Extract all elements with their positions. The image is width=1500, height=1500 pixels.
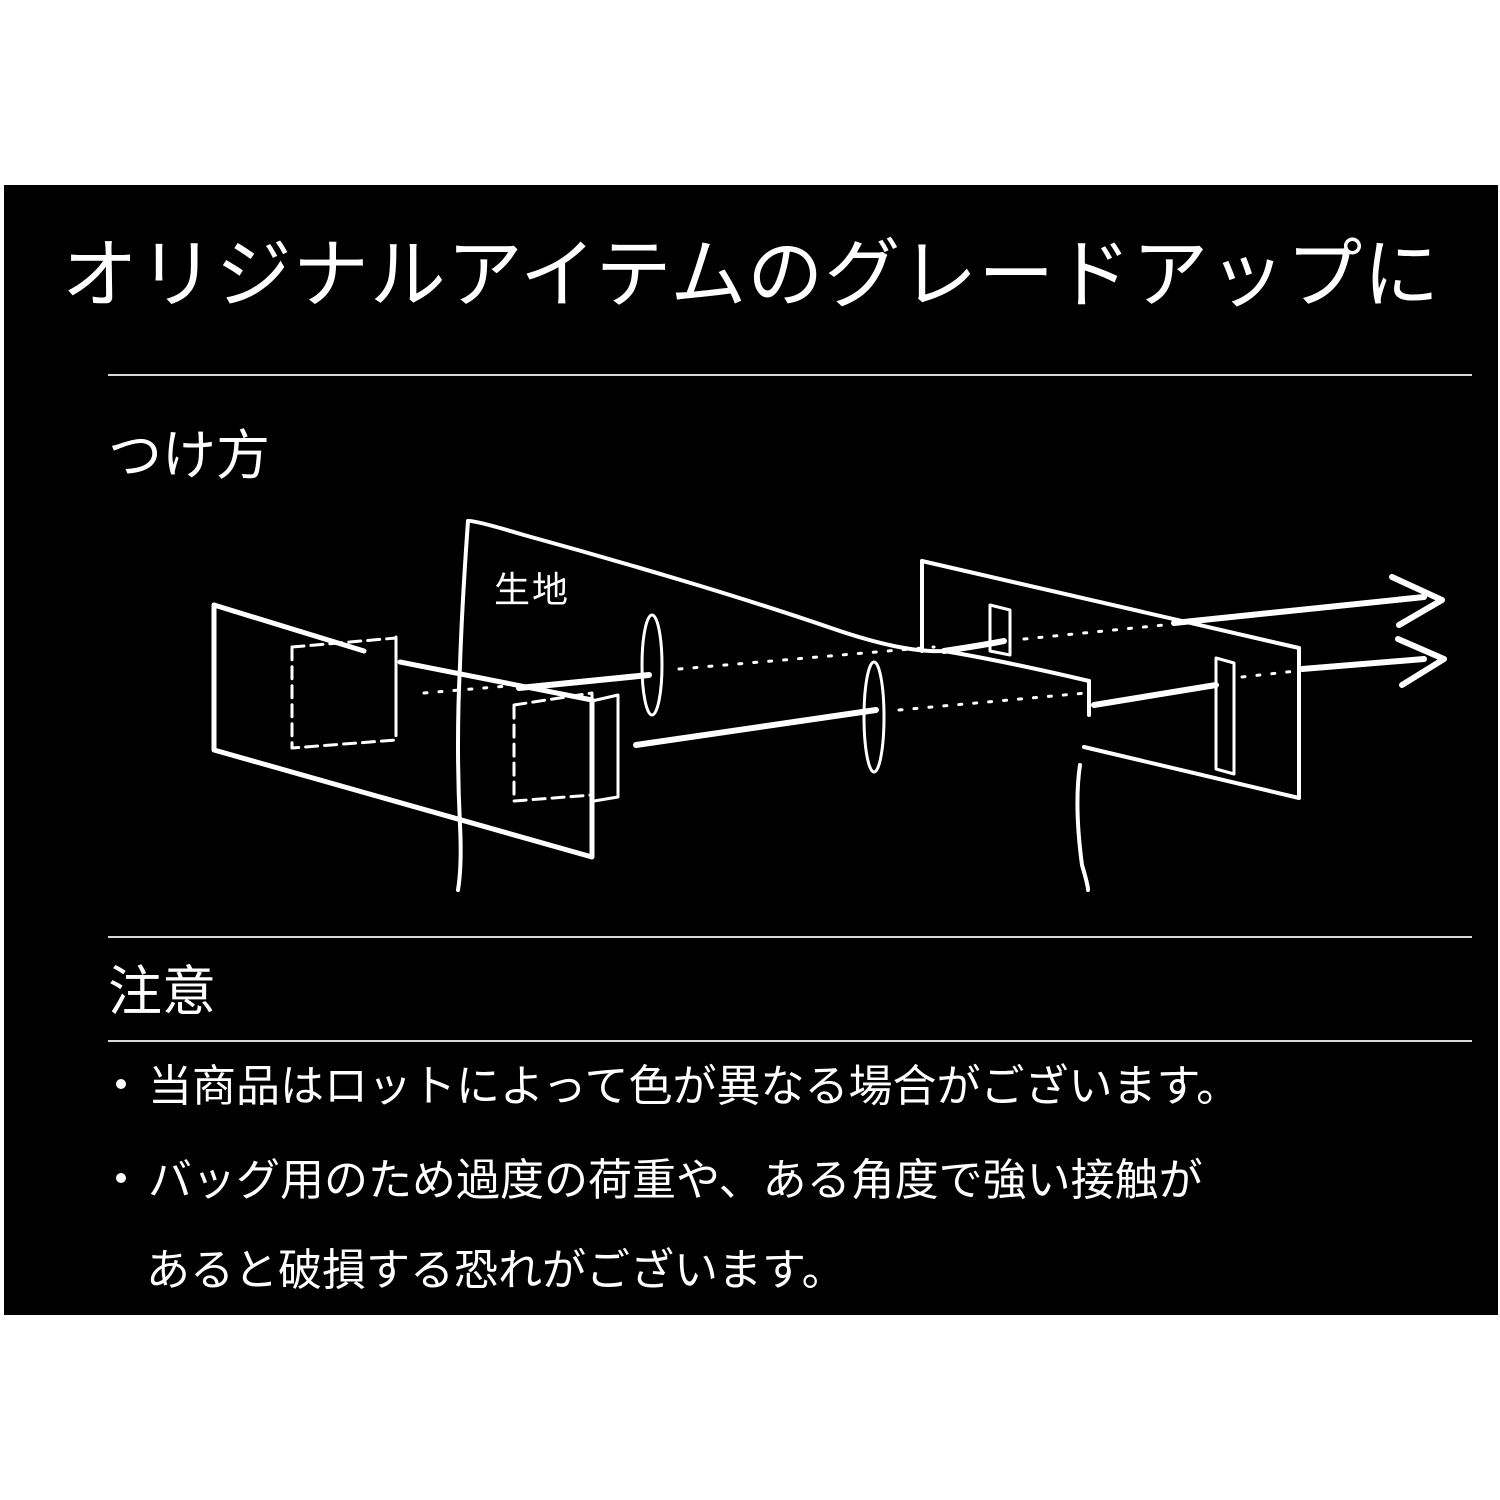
divider xyxy=(108,1040,1472,1042)
caution-note-text: 当商品はロットによって色が異なる場合がございます。 xyxy=(148,1061,1241,1112)
fabric-label: 生地 xyxy=(494,570,571,611)
caution-notes: 当商品はロットによって色が異なる場合がございます。 バッグ用のため過度の荷重や、… xyxy=(112,1065,1472,1293)
divider xyxy=(108,936,1472,938)
divider xyxy=(108,374,1472,376)
caution-note-text: バッグ用のため過度の荷重や、ある角度で強い接触が xyxy=(148,1155,1203,1206)
instruction-panel: オリジナルアイテムのグレードアップに つけ方 xyxy=(4,185,1498,1315)
section-heading-how-to-attach: つけ方 xyxy=(108,424,270,487)
upper-strap xyxy=(422,574,1445,717)
bullet-icon xyxy=(116,1079,126,1089)
page-title: オリジナルアイテムのグレードアップに xyxy=(61,230,1441,319)
back-plate xyxy=(920,559,1301,800)
lower-strap xyxy=(633,636,1447,774)
caution-note: バッグ用のため過度の荷重や、ある角度で強い接触が xyxy=(112,1159,1472,1203)
caution-note-continuation: あると破損する恐れがございます。 xyxy=(112,1249,1472,1293)
front-plate xyxy=(211,602,620,860)
caution-note-text: あると破損する恐れがございます。 xyxy=(146,1245,846,1296)
bullet-icon xyxy=(116,1173,126,1183)
section-heading-caution: 注意 xyxy=(108,960,216,1023)
caution-note: 当商品はロットによって色が異なる場合がございます。 xyxy=(112,1065,1472,1109)
